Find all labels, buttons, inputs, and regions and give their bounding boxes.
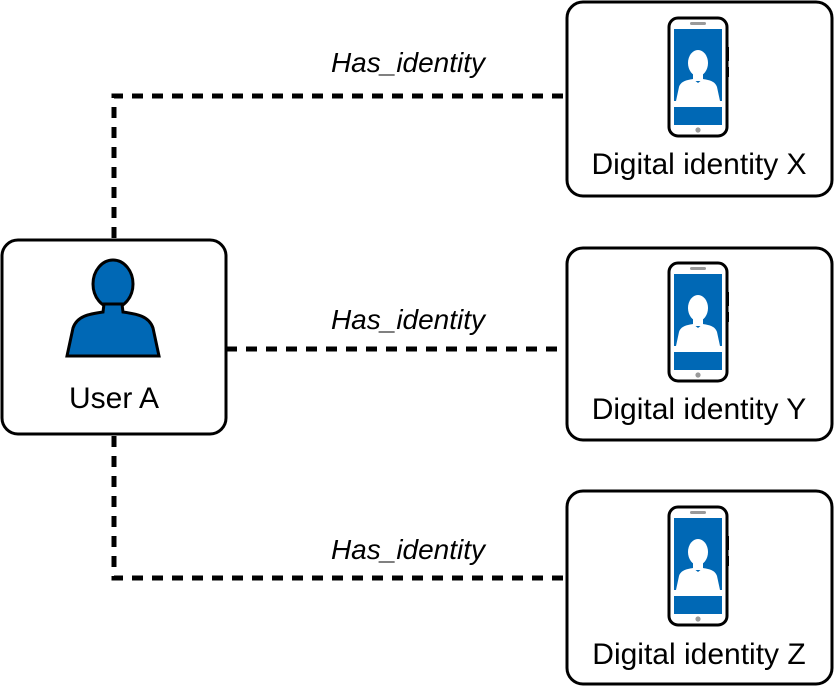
identity-label-z: Digital identity Z [592,638,805,671]
connectors [111,93,566,581]
smartphone-person-icon [667,505,731,627]
identity-label-x: Digital identity X [591,148,806,181]
edge-user-to-identity-x [111,93,566,238]
edge-label-z: Has_identity [331,534,487,565]
user-node: User A [0,238,228,436]
edge-label-y: Has_identity [331,304,487,335]
smartphone-person-icon [667,16,731,138]
identity-node-y: Digital identity Y [565,246,834,442]
identity-node-z: Digital identity Z [565,489,834,686]
identity-label-y: Digital identity Y [592,393,807,426]
user-label: User A [69,382,159,415]
identity-node-x: Digital identity X [565,0,834,198]
smartphone-person-icon [667,261,731,383]
edge-user-to-identity-z [111,436,566,581]
edge-label-x: Has_identity [331,47,487,78]
person-icon [65,258,161,358]
